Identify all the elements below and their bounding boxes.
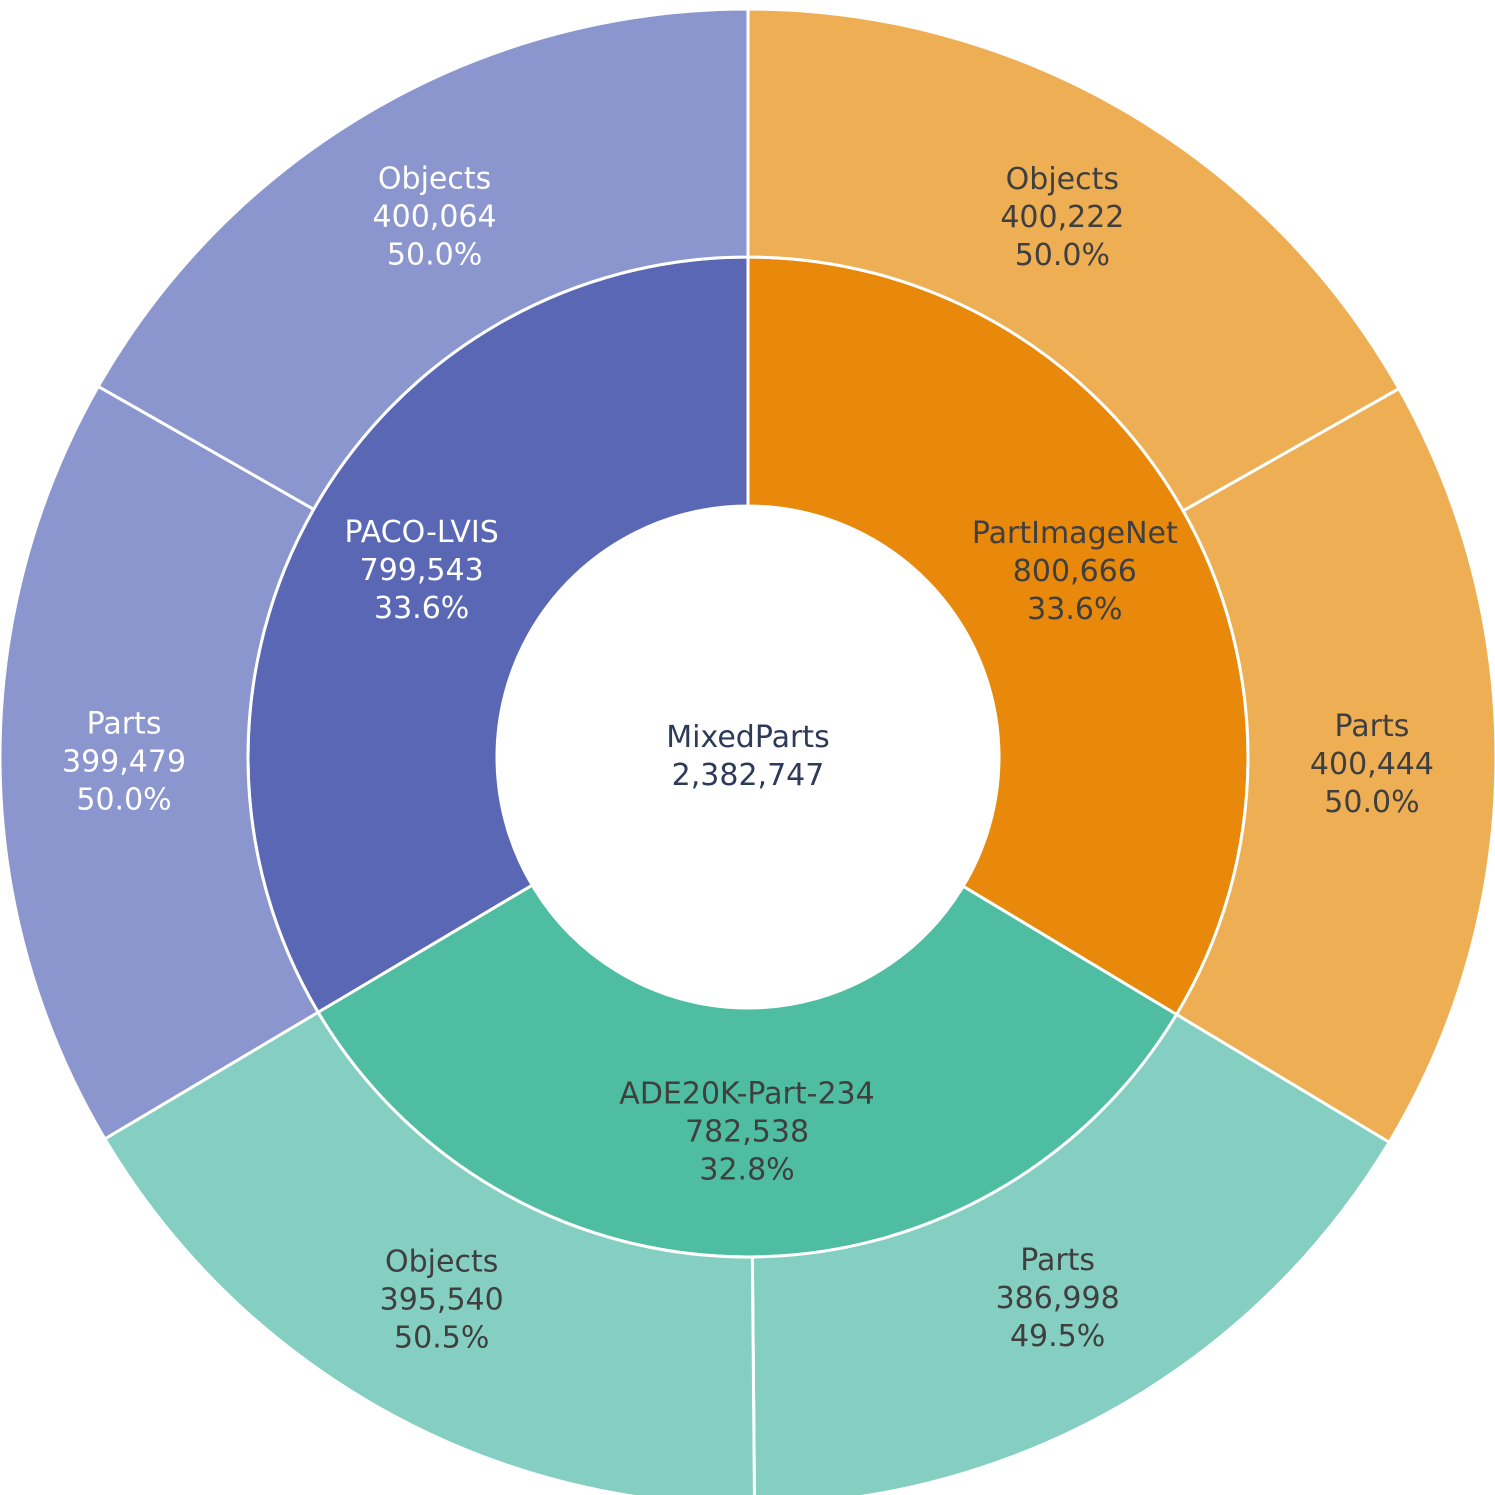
sunburst-segment-annotation-type-3[interactable] — [103, 1010, 756, 1495]
sunburst-segment-annotation-type-1[interactable] — [1175, 387, 1495, 1144]
sunburst-segment-annotation-type-4[interactable] — [0, 384, 320, 1141]
sunburst-segment-annotation-type-2[interactable] — [750, 1013, 1391, 1495]
outer-ring-group — [0, 7, 1495, 1495]
sunburst-segment-annotation-type-0[interactable] — [746, 7, 1401, 513]
sunburst-segment-annotation-type-5[interactable] — [96, 7, 750, 511]
inner-ring-group — [246, 255, 1250, 1259]
